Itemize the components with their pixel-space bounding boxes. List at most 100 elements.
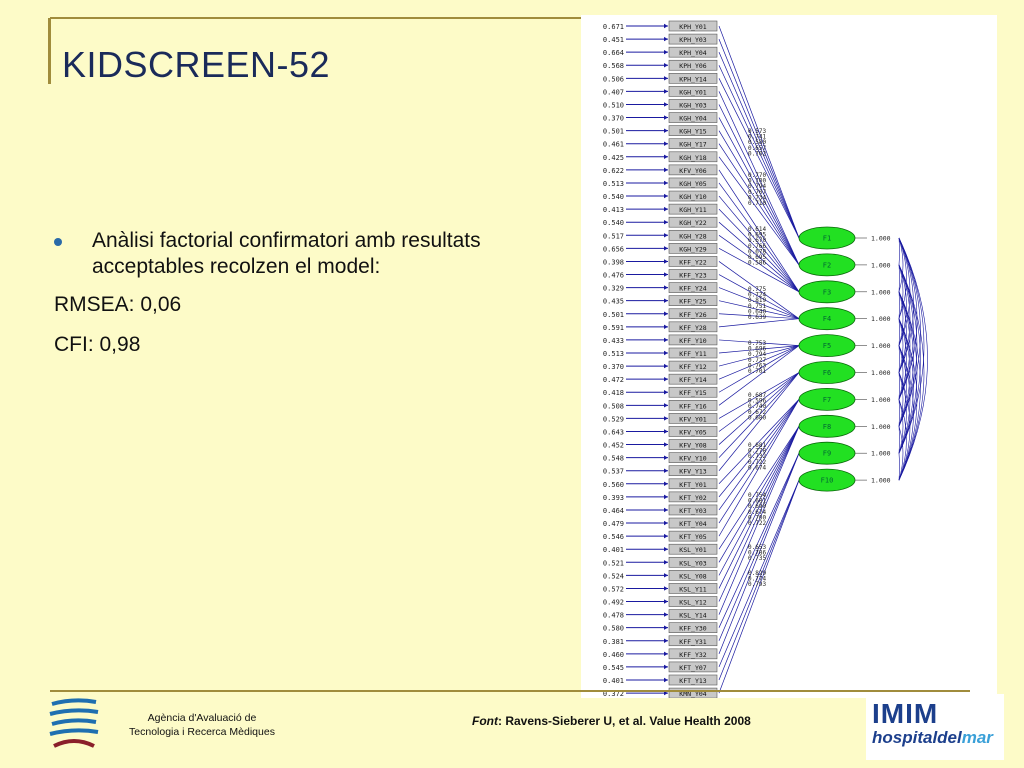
item-box xyxy=(668,125,718,136)
item-box xyxy=(668,308,718,320)
loading-path xyxy=(718,399,800,511)
item-label: KPH_Y03 xyxy=(679,36,706,44)
loading-path xyxy=(718,345,800,380)
loading-value: 0.778 xyxy=(748,448,766,455)
error-arrowhead xyxy=(664,324,668,330)
loading-value: 0.681 xyxy=(748,498,766,505)
item-label: KSL_Y14 xyxy=(679,612,706,620)
decorative-top-line xyxy=(50,17,970,19)
loading-path xyxy=(718,300,800,320)
item-label: KGH_Y04 xyxy=(679,115,706,123)
item-error-value: 0.460 xyxy=(603,651,624,659)
item-label: KSL_Y03 xyxy=(679,559,706,567)
item-label: KGH_Y10 xyxy=(679,193,706,201)
item-label: KFF_Y12 xyxy=(679,363,706,371)
loading-path xyxy=(718,313,800,320)
item-label: KFF_Y22 xyxy=(679,258,706,266)
agency-logo-icon xyxy=(48,696,100,750)
item-error-value: 0.401 xyxy=(603,677,624,685)
item-label: KFV_Y06 xyxy=(679,167,706,175)
covariance-arc xyxy=(898,399,904,454)
loading-path xyxy=(718,234,800,293)
error-arrowhead xyxy=(664,89,668,94)
imim-logo-title: IMIM xyxy=(872,698,939,729)
loading-path xyxy=(718,208,800,293)
loading-path xyxy=(718,345,800,354)
error-arrowhead xyxy=(664,573,668,578)
covariance-arc xyxy=(898,291,907,373)
loading-value: 0.793 xyxy=(748,581,766,588)
item-label: KGH_Y28 xyxy=(679,232,706,240)
loading-path xyxy=(718,426,800,615)
source-text: : Ravens-Sieberer U, et al. Value Health… xyxy=(498,714,751,728)
covariance-arc xyxy=(898,318,900,346)
factor-variance: 1.000 xyxy=(871,396,891,404)
covariance-arc xyxy=(898,264,904,319)
item-label: KGH_Y18 xyxy=(679,154,706,162)
loading-path xyxy=(718,221,800,293)
covariance-arc xyxy=(898,291,900,319)
item-error-value: 0.464 xyxy=(603,507,624,515)
slide-title: KIDSCREEN-52 xyxy=(62,44,331,85)
item-box xyxy=(668,400,718,411)
error-arrowhead xyxy=(664,220,668,225)
covariance-arc xyxy=(898,426,904,481)
item-box xyxy=(668,674,718,686)
factor-label: F5 xyxy=(823,342,831,350)
loading-path xyxy=(718,399,800,485)
item-label: KGH_Y01 xyxy=(679,88,706,96)
item-error-value: 0.510 xyxy=(603,101,624,109)
item-error-value: 0.398 xyxy=(603,258,624,266)
item-error-value: 0.372 xyxy=(603,690,624,698)
covariance-arc xyxy=(898,264,921,454)
loading-value: 0.614 xyxy=(748,226,766,233)
loading-value: 0.774 xyxy=(748,576,766,583)
loading-value: 0.710 xyxy=(748,200,766,207)
item-box xyxy=(668,73,718,84)
item-error-value: 0.513 xyxy=(603,180,624,188)
item-error-value: 0.664 xyxy=(603,49,624,57)
loading-value: 0.580 xyxy=(748,139,766,146)
item-error-value: 0.413 xyxy=(603,206,624,214)
covariance-arc xyxy=(898,291,921,481)
loading-path xyxy=(718,91,800,266)
covariance-arc xyxy=(898,237,904,292)
covariance-arc xyxy=(898,345,911,454)
covariance-arc xyxy=(898,318,907,400)
factor-label: F2 xyxy=(823,261,831,269)
item-box xyxy=(668,426,718,437)
covariance-arc xyxy=(898,264,907,346)
loading-value: 0.722 xyxy=(748,459,766,466)
item-error-value: 0.643 xyxy=(603,428,624,436)
item-error-value: 0.370 xyxy=(603,363,624,371)
item-box xyxy=(668,282,718,293)
loading-value: 0.775 xyxy=(748,286,766,293)
item-label: KSL_Y11 xyxy=(679,585,706,593)
loading-path xyxy=(718,339,800,346)
item-error-value: 0.492 xyxy=(603,599,624,607)
loading-value: 0.674 xyxy=(748,509,766,516)
item-error-value: 0.472 xyxy=(603,376,624,384)
error-arrowhead xyxy=(664,533,668,539)
item-label: KFF_Y10 xyxy=(679,337,706,345)
item-label: KFF_Y11 xyxy=(679,350,706,358)
item-box xyxy=(668,661,718,673)
item-error-value: 0.656 xyxy=(603,245,624,253)
loading-value: 0.786 xyxy=(748,550,766,557)
factor-label: F4 xyxy=(823,315,831,323)
item-label: KFF_Y24 xyxy=(679,285,706,293)
error-arrowhead xyxy=(664,547,668,552)
loading-value: 0.741 xyxy=(748,134,766,141)
factor-variance: 1.000 xyxy=(871,423,891,431)
item-box xyxy=(668,570,718,581)
loading-path xyxy=(718,52,800,239)
factor-variance: 1.000 xyxy=(871,288,891,296)
item-box xyxy=(668,321,718,333)
item-box xyxy=(668,151,718,163)
item-label: KFT_Y03 xyxy=(679,507,706,515)
item-label: KFT_Y07 xyxy=(679,664,706,672)
error-arrowhead xyxy=(664,298,668,303)
item-label: KGH_Y15 xyxy=(679,128,706,136)
item-error-value: 0.529 xyxy=(603,415,624,423)
error-arrowhead xyxy=(664,507,668,513)
